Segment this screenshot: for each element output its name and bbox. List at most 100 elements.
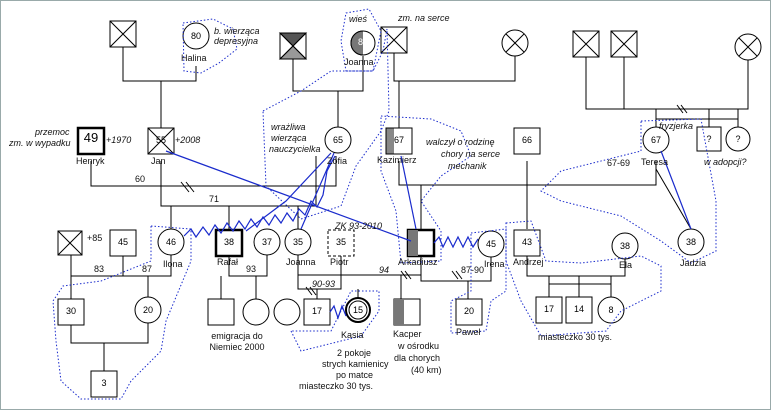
- zigzag-ilona-zofia: [183, 155, 336, 239]
- kacper-note1: w ośrodku: [398, 341, 440, 351]
- kacper-note3: (40 km): [411, 365, 442, 375]
- arkadiusz-age: 45: [417, 237, 428, 247]
- zigzag-arkadiusz-irena: [433, 235, 479, 249]
- zofia-note2: wierząca: [271, 133, 307, 143]
- pokoje-note4: miasteczko 30 tys.: [299, 381, 374, 391]
- link-right-parents: [585, 57, 749, 110]
- jan-death: +2008: [175, 135, 201, 145]
- label-83: 83: [94, 264, 105, 274]
- kacper-age: 7: [407, 306, 413, 316]
- zofia-age: 65: [332, 135, 343, 145]
- person-emig-square: [207, 298, 235, 326]
- person-20-left-circle: [134, 296, 162, 324]
- person-joanna-circle: [284, 228, 312, 256]
- pokoje-note1: 2 pokoje: [337, 348, 372, 358]
- kasia-name: Kasia: [341, 330, 364, 340]
- enclosure-halina: [182, 18, 238, 74]
- person-irena-circle: [477, 230, 505, 258]
- teresa-age: 67: [650, 135, 661, 145]
- andrzej-age: 43: [521, 237, 532, 247]
- jadzia-age: 38: [685, 237, 696, 247]
- person-henryk-square: [76, 126, 106, 156]
- link-zofia-rafal: [245, 152, 332, 232]
- kazimierz-age: 67: [393, 135, 404, 145]
- link-teresa-kids: [655, 168, 692, 230]
- divorce-right: [676, 104, 688, 114]
- joanna-top-name: Joanna: [344, 57, 374, 67]
- person-37-circle: [253, 228, 281, 256]
- zofia-note1: wrażliwa: [271, 122, 306, 132]
- person-ela-circle: [611, 232, 639, 260]
- person-mid-circle: [273, 298, 301, 326]
- adopcja-note: w adopcji?: [704, 157, 747, 167]
- arkadiusz-note: ZK 93-2010: [335, 221, 383, 231]
- divorce-60: [180, 181, 195, 193]
- henryk-note1: przemoc: [35, 127, 70, 137]
- label-9093: 90-93: [312, 279, 336, 289]
- kids-jan-zofia: [170, 206, 299, 229]
- rafal-name: Rafał: [217, 257, 239, 267]
- person-45-left-square: [109, 229, 137, 257]
- label-93: 93: [246, 264, 257, 274]
- label-71: 71: [209, 194, 220, 204]
- marriage-andrzej: [526, 253, 626, 277]
- marriage-joanna-piotr: [297, 253, 342, 290]
- henryk-note2: zm. w wypadku: [9, 138, 71, 148]
- person-zofia-circle: [324, 126, 352, 154]
- irena-name: Irena: [484, 259, 505, 269]
- emigracja-note1: emigracja do: [211, 331, 263, 341]
- person-66-square: [513, 127, 541, 155]
- link-zofia-joanna: [300, 152, 335, 230]
- p30-age: 30: [65, 306, 76, 316]
- pokoje-note2: strych kamienicy: [322, 359, 389, 369]
- zofia-note3: nauczycielka: [269, 144, 321, 154]
- joanna-name: Joanna: [286, 257, 316, 267]
- left-x-death: +85: [87, 233, 103, 243]
- kacper-note2: dla chorych: [394, 353, 441, 363]
- link-top-mid: [292, 56, 364, 92]
- p8-age: 8: [608, 305, 614, 315]
- person-unknown1-square: [696, 126, 722, 152]
- enclosure-irena: [450, 228, 507, 334]
- piotr-name: Piotr: [330, 257, 349, 267]
- kazimierz-note1: walczył o rodzinę: [426, 137, 495, 147]
- marriage-irena: [420, 253, 492, 282]
- person-unknown2-circle: [725, 126, 751, 152]
- pokoje-note3: po matce: [336, 370, 374, 380]
- person-pawel-square: [455, 298, 483, 326]
- enclosure-kasia: [290, 290, 380, 352]
- person-3-square: [90, 370, 118, 398]
- person-rafal-square: [214, 228, 244, 258]
- divorce-87-90: [451, 270, 463, 280]
- kids-andrzej: [548, 276, 612, 297]
- kazimierz-note2: chory na serce: [441, 149, 501, 159]
- link-kaz-parents: [393, 49, 516, 82]
- marriage-jan-zofia: [160, 156, 317, 207]
- henryk-death: +1970: [106, 135, 132, 145]
- andrzej-name: Andrzej: [513, 257, 544, 267]
- jan-name: Jan: [151, 156, 166, 166]
- person-17-right-square: [535, 296, 563, 324]
- henryk-name: Henryk: [76, 156, 105, 166]
- p3-age: 3: [101, 378, 107, 388]
- p20-left-age: 20: [142, 305, 153, 315]
- kazimierz-name: Kazimierz: [377, 155, 417, 165]
- ela-age: 38: [619, 241, 630, 251]
- jadzia-name: Jadzia: [680, 258, 707, 268]
- person-ilona-circle: [157, 228, 185, 256]
- person-kasia-circle: [345, 297, 371, 323]
- link-p3: [70, 321, 149, 371]
- teresa-years: 67-69: [607, 158, 631, 168]
- p17-mid-age: 17: [311, 306, 322, 316]
- irena-age: 45: [485, 239, 496, 249]
- kasia-age: 15: [352, 305, 363, 315]
- serce-note: zm. na serce: [398, 13, 450, 23]
- enclosure-kaz: [380, 115, 472, 264]
- kacper-name: Kacper: [393, 329, 422, 339]
- henryk-age: 49: [83, 130, 99, 145]
- pawel-age: 20: [463, 306, 474, 316]
- p14-age: 14: [573, 304, 584, 314]
- person-14-square: [565, 296, 593, 324]
- joanna-top-age: 85: [357, 37, 368, 47]
